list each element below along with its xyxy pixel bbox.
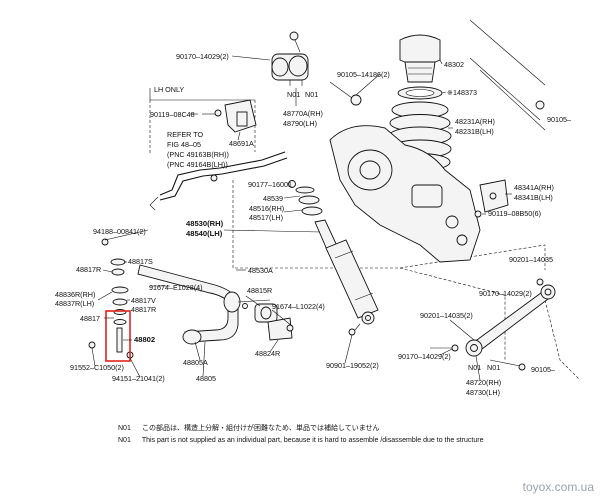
highlight-48802 xyxy=(105,310,131,362)
label-48817r-a: 48817R xyxy=(76,265,101,274)
label-fig: FIG 48–05 xyxy=(167,140,201,149)
label-48817r-b: 48817R xyxy=(131,305,156,314)
label-n01-c: N01 xyxy=(468,363,481,372)
label-48730: 48730(LH) xyxy=(466,388,500,397)
bump-stop-48302 xyxy=(399,34,441,83)
label-91674-l1022: 91674–L1022(4) xyxy=(272,302,325,311)
bracket-48341a xyxy=(474,179,509,218)
label-48817s: 48817S xyxy=(128,257,153,266)
label-90119-08b50: 90119–08B50(6) xyxy=(488,209,541,218)
label-91674-e1028: 91674–E1028(4) xyxy=(149,283,203,292)
label-48824r: 48824R xyxy=(255,349,280,358)
label-48836r: 48836R(RH) xyxy=(55,290,95,299)
label-48770a: 48770A(RH) xyxy=(283,109,323,118)
label-48790: 48790(LH) xyxy=(283,119,317,128)
label-48720: 48720(RH) xyxy=(466,378,501,387)
bracket-48691a xyxy=(202,99,257,133)
label-n01-b: N01 xyxy=(305,90,318,99)
label-48539: 48539 xyxy=(263,194,283,203)
label-48302: 48302 xyxy=(444,60,464,69)
control-rod-48720 xyxy=(430,278,556,371)
label-48817: 48817 xyxy=(80,314,100,323)
label-48516: 48516(RH) xyxy=(249,204,284,213)
label-90119-08c48: 90119–08C48 xyxy=(150,110,195,119)
bushing-48815r xyxy=(242,303,278,323)
label-48805: 48805 xyxy=(196,374,216,383)
label-48837r: 48837R(LH) xyxy=(55,299,94,308)
note-text: This part is not supplied as an individu… xyxy=(141,437,484,444)
label-pnc-lh: (PNC 49164B(LH)) xyxy=(167,160,228,169)
label-90177-16001: 90177–16001 xyxy=(248,180,292,189)
label-lh-only: LH ONLY xyxy=(154,85,184,94)
label-94151-21041: 94151–21041(2) xyxy=(112,374,165,383)
note-text: この部品は、構造上分解・組付けが困難なため、単品では補給していません xyxy=(141,425,380,432)
label-48530: 48530(RH) xyxy=(186,219,224,228)
label-48231a: 48231A(RH) xyxy=(455,117,495,126)
label-48231b: 48231B(LH) xyxy=(455,127,494,136)
spring-seat-148373 xyxy=(397,86,443,100)
label-90901-19052: 90901–19052(2) xyxy=(326,361,379,370)
label-pnc-rh: (PNC 49163B(RH)) xyxy=(167,150,229,159)
brake-hose xyxy=(149,151,288,211)
label-48817v: 48817V xyxy=(131,296,156,305)
label-48341b: 48341B(LH) xyxy=(514,193,553,202)
label-94188-00841: 94188–00841(2) xyxy=(93,227,146,236)
label-48815r: 48815R xyxy=(247,286,272,295)
label-48517: 48517(LH) xyxy=(249,213,283,222)
leader-lines xyxy=(91,55,512,381)
note-code: N01 xyxy=(118,425,131,432)
frame-lines xyxy=(149,19,581,381)
label-91552-c1050: 91552–C1050(2) xyxy=(70,363,124,372)
label-90105-14186: 90105–14186(2) xyxy=(337,70,390,79)
note-english: N01 This part is not supplied as an indi… xyxy=(118,437,483,444)
label-90201-14035-a: 90201–14035 xyxy=(509,255,553,264)
label-48805a: 48805A xyxy=(183,358,208,367)
shock-upper-parts xyxy=(288,180,323,216)
stabilizer-bar-48805 xyxy=(137,264,271,345)
note-code: N01 xyxy=(118,437,131,444)
watermark-text: toyox.com.ua xyxy=(522,480,594,494)
stabilizer-link-parts xyxy=(88,238,134,359)
bolt-90105-right xyxy=(535,100,545,110)
label-90170-14029-c: 90170–14029(2) xyxy=(398,352,451,361)
label-n01-d: N01 xyxy=(487,363,500,372)
bolt-90105-14186 xyxy=(329,81,362,106)
label-90170-14029-b: 90170–14029(2) xyxy=(479,289,532,298)
label-90170-14029-top: 90170–14029(2) xyxy=(176,52,229,61)
label-48691a: 48691A xyxy=(229,139,254,148)
label-48540: 48540(LH) xyxy=(186,229,223,238)
bushing-bracket-48770a xyxy=(271,31,309,86)
shock-absorber-48530 xyxy=(314,219,379,336)
label-148373: ※148373 xyxy=(447,88,477,97)
label-90105-right: 90105– xyxy=(547,115,571,124)
axle-housing xyxy=(329,57,546,263)
label-48802: 48802 xyxy=(134,335,155,344)
note-japanese: N01 この部品は、構造上分解・組付けが困難なため、単品では補給していません xyxy=(118,423,380,433)
label-90105-b: 90105– xyxy=(531,365,555,374)
callout-labels: 90170–14029(2) LH ONLY 90119–08C48 48691… xyxy=(55,52,571,397)
label-48341a: 48341A(RH) xyxy=(514,183,554,192)
label-48530a: 48530A xyxy=(248,266,273,275)
label-90201-14035-b: 90201–14035(2) xyxy=(420,311,473,320)
label-n01-a: N01 xyxy=(287,90,300,99)
label-refer-to: REFER TO xyxy=(167,130,203,139)
bracket-48824r xyxy=(267,317,294,341)
